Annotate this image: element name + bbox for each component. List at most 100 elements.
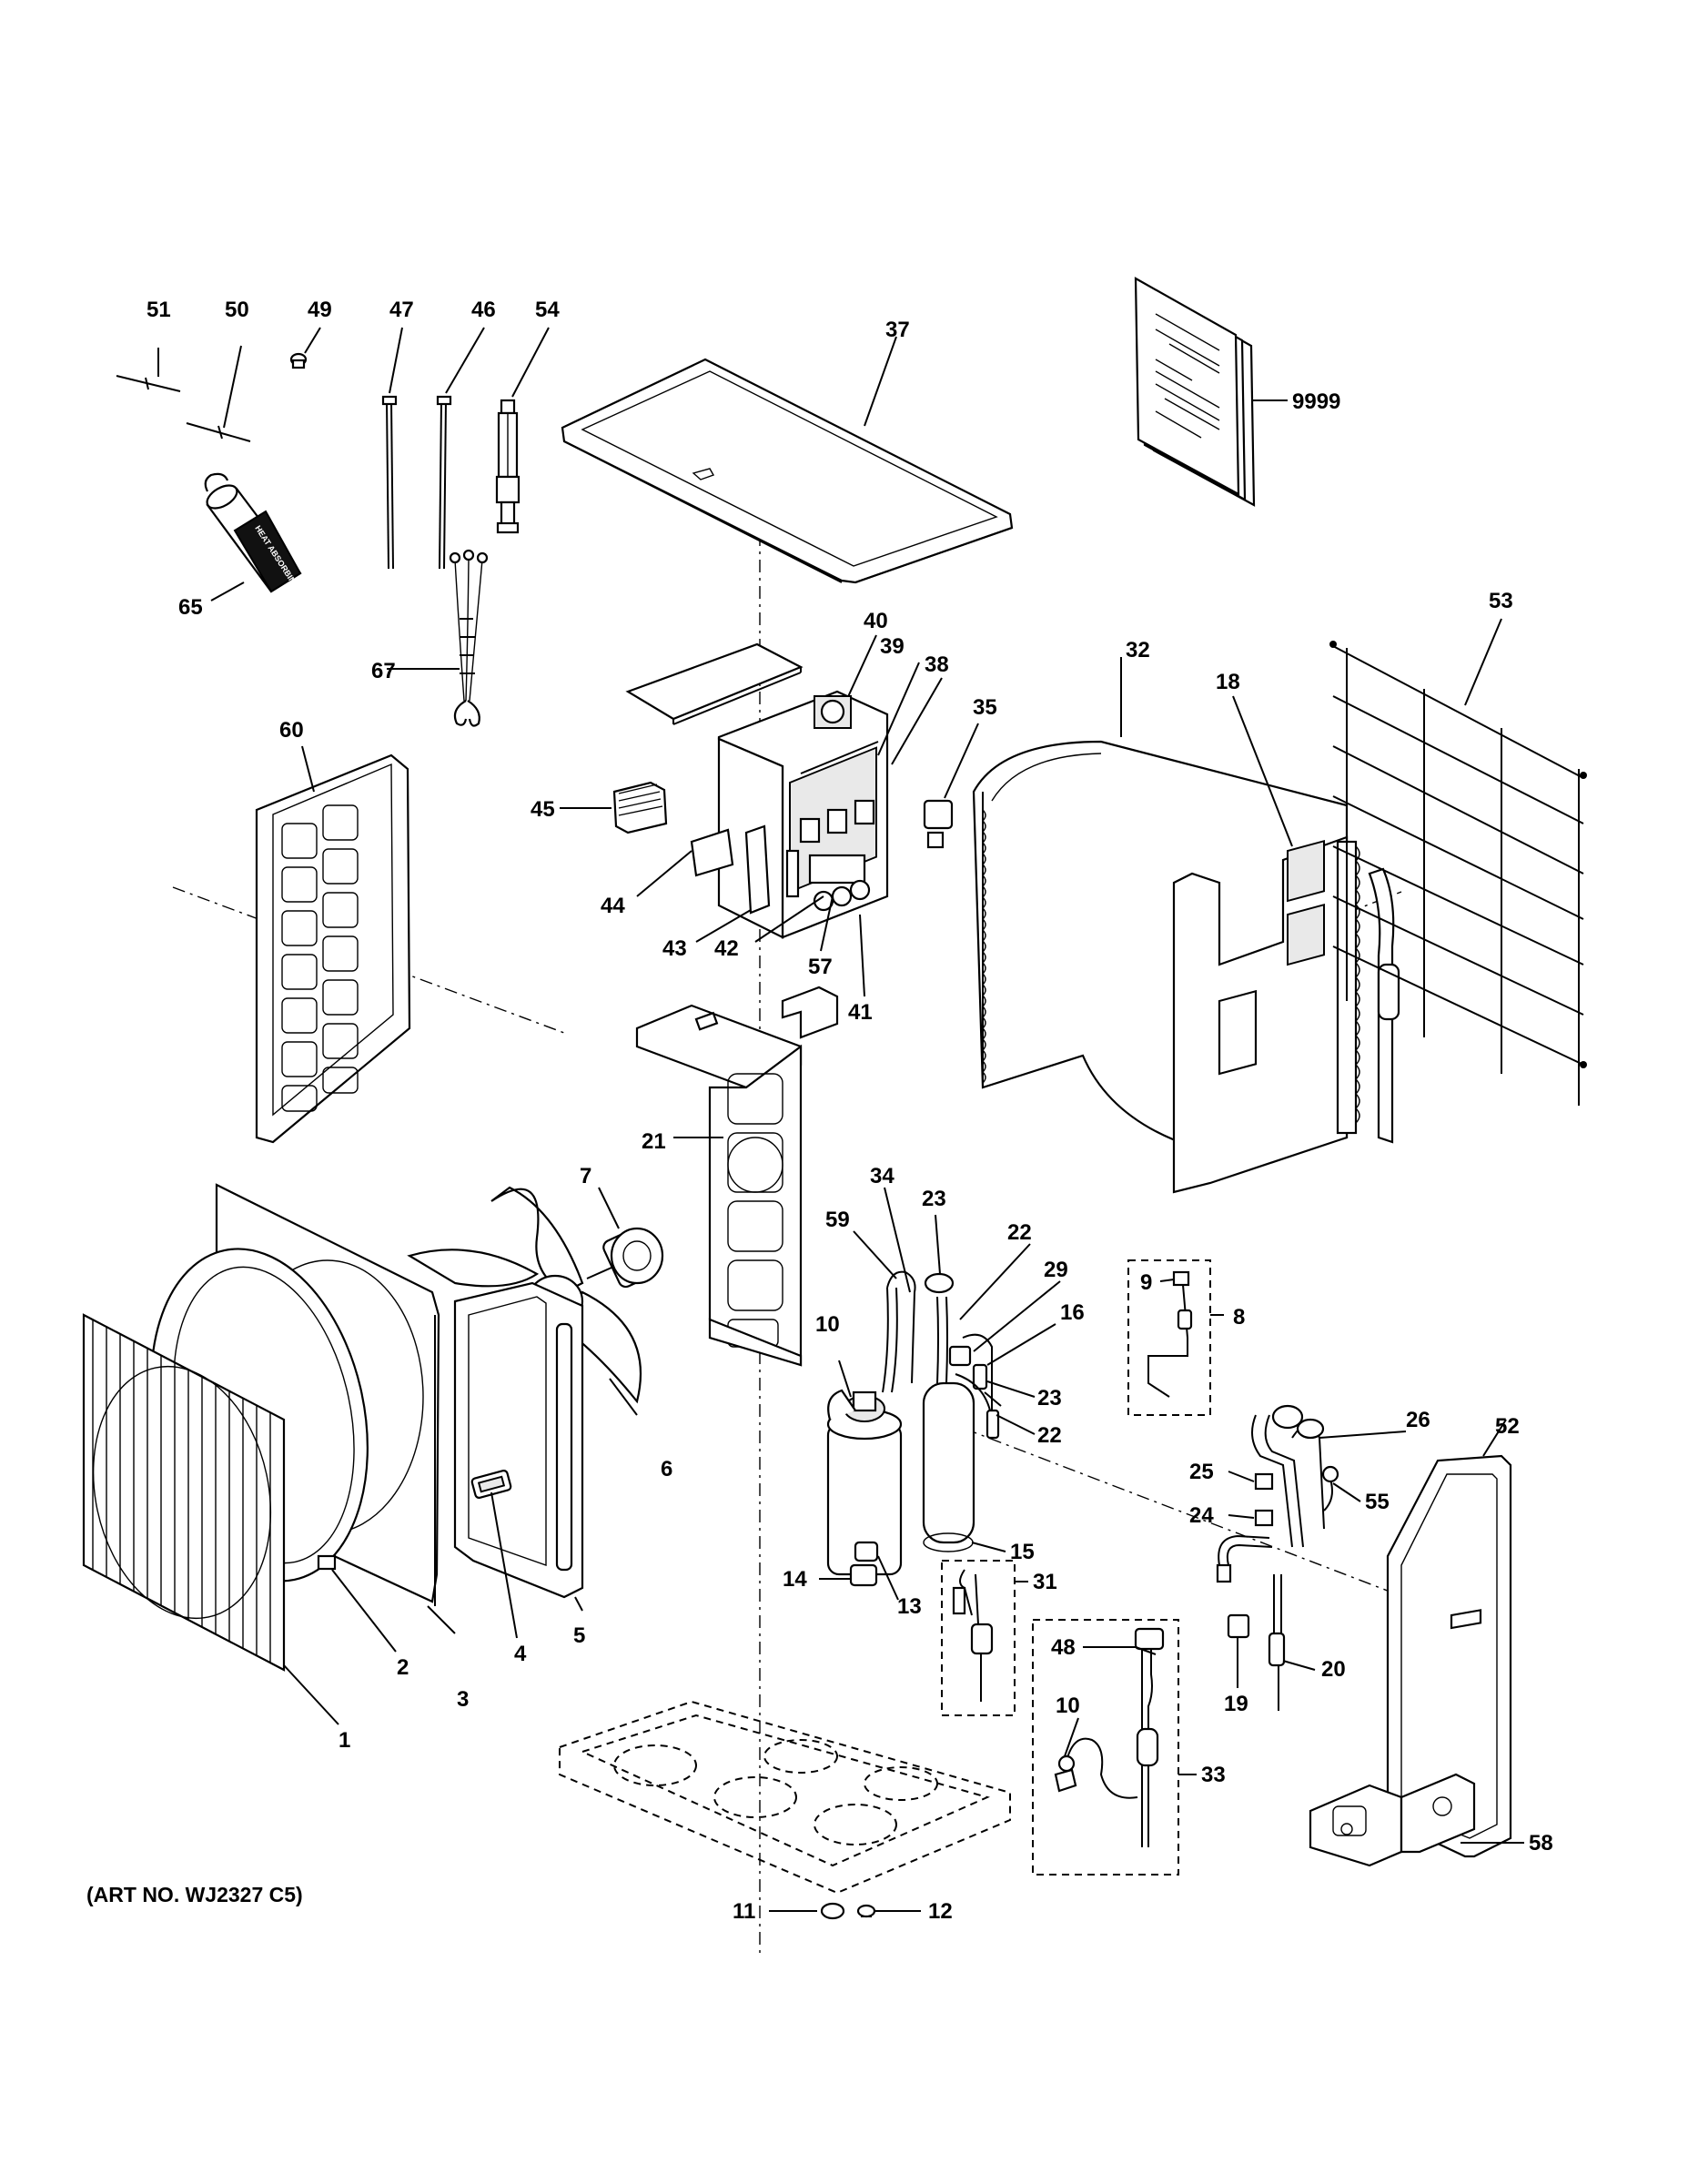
callout-5: 5 bbox=[573, 1623, 585, 1648]
part-65-paste-tube: HEAT ABSORBING PASTE bbox=[204, 472, 317, 615]
callout-59: 59 bbox=[825, 1208, 850, 1232]
callout-38: 38 bbox=[925, 652, 949, 677]
callout-46: 46 bbox=[471, 298, 496, 322]
part-45-heatsink bbox=[560, 781, 668, 834]
callout-19: 19 bbox=[1224, 1692, 1248, 1716]
callout-52: 52 bbox=[1495, 1414, 1520, 1439]
callout-26: 26 bbox=[1406, 1408, 1430, 1432]
callout-24: 24 bbox=[1189, 1503, 1214, 1528]
callout-33: 33 bbox=[1201, 1763, 1226, 1787]
callout-18: 18 bbox=[1216, 670, 1240, 694]
callout-41: 41 bbox=[848, 1000, 873, 1025]
part-41-pcb bbox=[859, 914, 865, 997]
part-15-accumulator bbox=[922, 1381, 1006, 1552]
part-35-reactor bbox=[923, 723, 979, 849]
callout-65: 65 bbox=[178, 595, 203, 620]
part-42-terminal bbox=[754, 895, 824, 943]
part-51-tie bbox=[116, 348, 181, 392]
compressor-leaders bbox=[853, 1187, 1061, 1435]
callout-34: 34 bbox=[870, 1164, 895, 1188]
callout-9999: 9999 bbox=[1292, 389, 1340, 414]
callout-60: 60 bbox=[279, 718, 304, 743]
part-54-harness bbox=[495, 327, 550, 534]
callout-labels: 51 50 49 47 46 54 37 9999 65 67 53 40 39… bbox=[147, 298, 1553, 1924]
callout-37: 37 bbox=[885, 318, 910, 342]
part-57-terminal bbox=[820, 895, 834, 952]
callout-22b: 22 bbox=[1037, 1423, 1062, 1448]
callout-25: 25 bbox=[1189, 1460, 1214, 1484]
part-67-wire-harness bbox=[387, 549, 489, 727]
part-60-side-grille bbox=[255, 745, 411, 1144]
part-33-valve-box bbox=[1032, 1619, 1197, 1876]
part-4-handle bbox=[470, 1469, 518, 1639]
part-8-valve-kit-box bbox=[1127, 1259, 1224, 1416]
callout-8: 8 bbox=[1233, 1305, 1245, 1330]
part-31-valve-box bbox=[941, 1560, 1028, 1716]
part-43-terminal-cover bbox=[695, 824, 771, 943]
callout-11: 11 bbox=[733, 1899, 755, 1924]
part-10-compressor bbox=[826, 1360, 903, 1576]
callout-21: 21 bbox=[642, 1129, 666, 1154]
part-21-partition bbox=[635, 986, 839, 1367]
callout-7: 7 bbox=[580, 1164, 591, 1188]
center-axis-lines bbox=[172, 428, 1402, 1956]
callout-23b: 23 bbox=[1037, 1386, 1062, 1410]
callout-23a: 23 bbox=[922, 1187, 946, 1211]
callout-32: 32 bbox=[1126, 638, 1150, 662]
part-53-wire-guard bbox=[1329, 618, 1587, 1106]
part-40-cover-plate bbox=[625, 634, 877, 725]
callout-15: 15 bbox=[1010, 1540, 1035, 1564]
callout-10a: 10 bbox=[815, 1312, 840, 1337]
callout-31: 31 bbox=[1033, 1570, 1057, 1594]
part-14-foot bbox=[819, 1563, 878, 1587]
callout-6: 6 bbox=[661, 1457, 672, 1481]
callout-1: 1 bbox=[339, 1728, 350, 1753]
part-13-grommet bbox=[854, 1541, 899, 1601]
callout-42: 42 bbox=[714, 936, 739, 961]
part-58-valve-cover bbox=[1309, 1773, 1524, 1867]
callout-2: 2 bbox=[397, 1655, 409, 1680]
part-11-grommet bbox=[769, 1902, 845, 1920]
callout-43: 43 bbox=[662, 936, 687, 961]
callout-58: 58 bbox=[1529, 1831, 1553, 1855]
callout-67: 67 bbox=[371, 659, 396, 683]
callout-57: 57 bbox=[808, 955, 833, 979]
callout-50: 50 bbox=[225, 298, 249, 322]
callout-39: 39 bbox=[880, 634, 905, 659]
callout-40: 40 bbox=[864, 609, 888, 633]
part-44-board bbox=[636, 828, 734, 897]
callout-29: 29 bbox=[1044, 1258, 1068, 1282]
callout-49: 49 bbox=[308, 298, 332, 322]
part-47-cable bbox=[381, 327, 403, 570]
callout-55: 55 bbox=[1365, 1490, 1390, 1514]
part-37-top-cover bbox=[561, 336, 1014, 584]
art-number: (ART NO. WJ2327 C5) bbox=[86, 1883, 303, 1906]
callout-9: 9 bbox=[1140, 1270, 1152, 1295]
part-12-drain-plug bbox=[856, 1904, 921, 1918]
piping-cluster bbox=[882, 1270, 1002, 1440]
callout-4: 4 bbox=[514, 1642, 527, 1666]
callout-53: 53 bbox=[1489, 589, 1513, 613]
callout-20: 20 bbox=[1321, 1657, 1346, 1682]
callout-54: 54 bbox=[535, 298, 560, 322]
callout-13: 13 bbox=[897, 1594, 922, 1619]
part-9999-manual bbox=[1134, 277, 1288, 507]
callout-16: 16 bbox=[1060, 1300, 1085, 1325]
part-5-side-panel bbox=[453, 1281, 584, 1612]
callout-35: 35 bbox=[973, 695, 997, 720]
callout-48: 48 bbox=[1051, 1635, 1076, 1660]
part-18-side-panel bbox=[1172, 695, 1349, 1194]
part-38-bracket bbox=[891, 677, 943, 765]
electrical-control-box bbox=[717, 662, 920, 939]
part-1-front-grille bbox=[82, 1313, 339, 1725]
callout-47: 47 bbox=[389, 298, 414, 322]
callout-3: 3 bbox=[457, 1687, 469, 1712]
callout-51: 51 bbox=[147, 298, 171, 322]
callout-44: 44 bbox=[601, 894, 625, 918]
part-49-clip bbox=[289, 327, 321, 369]
callout-22a: 22 bbox=[1007, 1220, 1032, 1245]
callout-14: 14 bbox=[783, 1567, 807, 1592]
callout-10b: 10 bbox=[1056, 1694, 1080, 1718]
part-50-tie bbox=[186, 345, 251, 442]
